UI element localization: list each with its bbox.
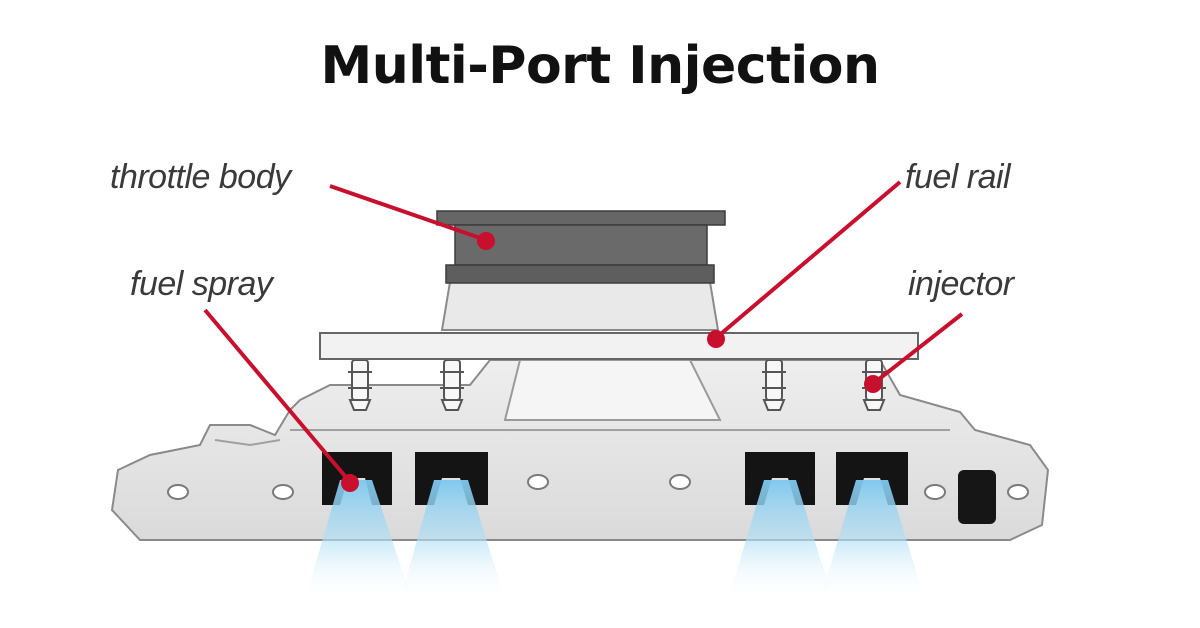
callout-fuel-spray-dot <box>341 474 359 492</box>
label-throttle-body: throttle body <box>110 158 291 196</box>
fuel-spray-4 <box>820 480 925 600</box>
injector-1 <box>348 359 372 411</box>
label-injector: injector <box>908 265 1014 303</box>
callout-fuel-spray-line <box>203 308 352 484</box>
end-port <box>958 470 996 524</box>
callout-throttle-body-line <box>329 184 487 242</box>
bolt-holes <box>167 474 1029 500</box>
injector-3 <box>762 359 786 411</box>
fuel-spray-3 <box>728 480 833 600</box>
fuel-spray-2 <box>400 480 505 600</box>
diagram-title: Multi-Port Injection <box>320 36 880 96</box>
port-3 <box>728 452 833 600</box>
plenum <box>440 281 722 421</box>
intake-ports <box>305 452 925 600</box>
callout-injector-dot <box>864 375 882 393</box>
fuel-spray-1 <box>305 480 412 600</box>
throttle-body <box>436 210 726 284</box>
callouts <box>203 180 964 492</box>
port-1 <box>305 452 412 600</box>
callout-injector-line <box>872 312 964 385</box>
label-fuel-rail: fuel rail <box>905 158 1011 196</box>
port-2 <box>400 452 505 600</box>
port-4 <box>820 452 925 600</box>
callout-throttle-body-dot <box>477 232 495 250</box>
label-fuel-spray: fuel spray <box>130 265 273 303</box>
injector-2 <box>440 359 464 411</box>
callout-fuel-rail-dot <box>707 330 725 348</box>
fuel-rail <box>319 332 919 360</box>
callout-fuel-rail-line <box>714 180 902 340</box>
